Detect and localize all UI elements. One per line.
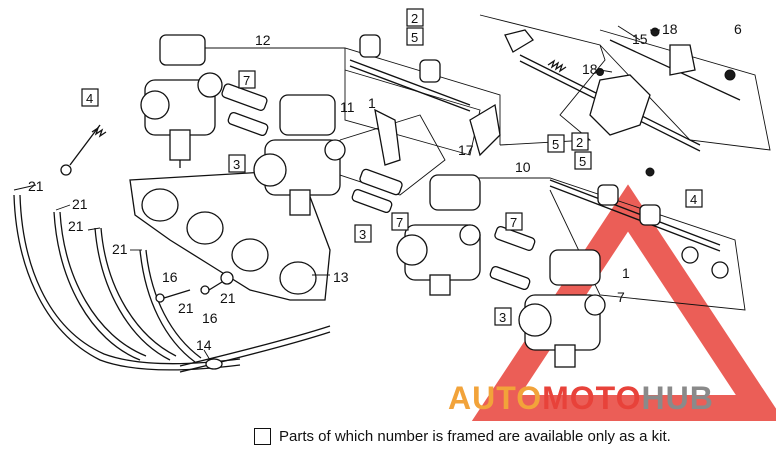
carburetor-10 (396, 174, 481, 296)
callout-9: 7 (617, 289, 625, 305)
watermark-moto: MOTO (542, 380, 641, 416)
callout-21-c: 21 (68, 218, 84, 234)
callout-18: 18 (582, 61, 598, 77)
callout-21-a: 21 (28, 178, 44, 194)
callout-19: 18 (662, 21, 678, 37)
watermark-text: AUTOMOTOHUB (448, 380, 714, 416)
watermark-auto: AUTO (448, 380, 542, 416)
kit-footnote: Parts of which number is framed are avai… (254, 428, 671, 445)
callout-10: 10 (515, 159, 531, 175)
callout-21-b: 21 (72, 196, 88, 212)
carburetor-9 (518, 249, 606, 368)
framed-callout-7-a: 7 (243, 73, 250, 88)
framed-callout-3-c: 3 (499, 310, 506, 325)
framed-callout-2-top: 2 (411, 11, 418, 26)
callout-numbers: 12 11 1 17 10 18 15 18 6 1 7 13 14 16 21… (28, 21, 742, 353)
framed-callout-3-a: 3 (233, 157, 240, 172)
intake-manifold-13 (129, 169, 331, 301)
frame-legend-square (254, 428, 271, 445)
carburetor-11 (253, 94, 346, 216)
callout-20-a: 21 (178, 300, 194, 316)
framed-callout-7-c: 7 (510, 215, 517, 230)
callout-16-a: 16 (162, 269, 178, 285)
kit-footnote-text: Parts of which number is framed are avai… (279, 428, 671, 445)
framed-callout-5-top: 5 (411, 30, 418, 45)
framed-callout-3-b: 3 (359, 227, 366, 242)
callout-12: 12 (255, 32, 271, 48)
callout-14: 14 (196, 337, 212, 353)
callout-20-b: 21 (220, 290, 236, 306)
framed-callout-4-left: 4 (86, 91, 93, 106)
callout-13: 13 (333, 269, 349, 285)
callout-1-right: 1 (622, 265, 630, 281)
callout-11: 11 (340, 99, 355, 115)
carburetor-12 (140, 34, 223, 168)
callout-6: 6 (734, 21, 742, 37)
framed-callout-4-right: 4 (690, 192, 697, 207)
callout-16-b: 16 (202, 310, 218, 326)
framed-callouts: 4 7 3 2 5 2 5 5 4 7 3 7 3 (81, 8, 703, 326)
callout-21-d: 21 (112, 241, 128, 257)
callout-leaders (13, 25, 660, 361)
framed-callout-7-b: 7 (396, 215, 403, 230)
svg-text:AUTOMOTOHUB: AUTOMOTOHUB (448, 380, 714, 416)
fuel-hoses (13, 194, 331, 373)
callout-15: 15 (632, 31, 648, 47)
callout-17: 17 (458, 142, 474, 158)
small-parts (60, 27, 736, 303)
framed-callout-5-lower: 5 (579, 154, 586, 169)
watermark-hub: HUB (641, 380, 713, 416)
callout-1-top: 1 (368, 95, 376, 111)
framed-callout-2-right: 2 (576, 135, 583, 150)
framed-callout-5-mid: 5 (552, 137, 559, 152)
